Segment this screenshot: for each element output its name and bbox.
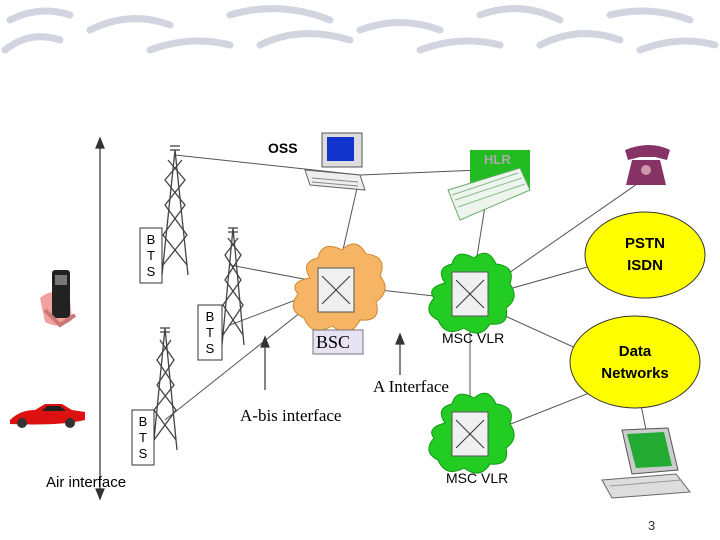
bsc-label-box — [312, 329, 364, 355]
connection-lines — [164, 154, 651, 451]
laptop-icon — [601, 427, 691, 499]
bts-letter: T — [206, 325, 214, 340]
oss-label: OSS — [268, 140, 298, 156]
bts-box-2 — [197, 304, 223, 361]
hlr-server-icon — [447, 150, 531, 221]
bts-letter: S — [205, 341, 215, 356]
abis-arrow — [260, 335, 270, 390]
bts-letter: S — [138, 446, 148, 461]
msc-vlr-cloud-top — [428, 252, 515, 334]
msc-vlr-cloud-bottom — [428, 392, 515, 474]
abis-interface-label: A-bis interface — [240, 406, 342, 425]
bts-letter: T — [139, 430, 147, 445]
air-interface-arrow — [95, 136, 105, 501]
msc-vlr-label-top: MSC VLR — [442, 330, 505, 346]
tower-icon — [161, 145, 189, 276]
a-interface-label: A Interface — [373, 377, 449, 396]
bts-letter: B — [138, 414, 148, 429]
data-label: Data — [618, 343, 652, 360]
page-number: 3 — [648, 518, 656, 533]
hlr-label: HLR — [484, 152, 511, 167]
msc-vlr-label-bottom: MSC VLR — [446, 470, 509, 486]
a-interface-arrow — [395, 332, 405, 375]
bts-letter: B — [146, 232, 156, 247]
networks-label: Networks — [601, 365, 669, 382]
isdn-label: ISDN — [627, 257, 663, 274]
bsc-cloud — [292, 243, 386, 355]
data-networks-ellipse — [569, 315, 701, 409]
computer-icon — [304, 132, 366, 191]
bts-box-1 — [139, 227, 163, 284]
bts-letter: T — [147, 248, 155, 263]
header-decoration — [1, 5, 719, 54]
air-interface-label: Air interface — [46, 474, 127, 491]
bts-letter: B — [205, 309, 215, 324]
telephone-icon — [625, 145, 670, 185]
mobile-phone-icon — [40, 270, 77, 328]
bts-letter: S — [146, 264, 156, 279]
car-icon — [10, 404, 85, 428]
bsc-label: BSC — [316, 332, 351, 352]
tower-icon — [221, 227, 245, 346]
tower-icon — [152, 327, 178, 451]
bts-box-3 — [131, 409, 155, 466]
pstn-isdn-ellipse — [584, 211, 706, 299]
pstn-label: PSTN — [624, 235, 665, 252]
